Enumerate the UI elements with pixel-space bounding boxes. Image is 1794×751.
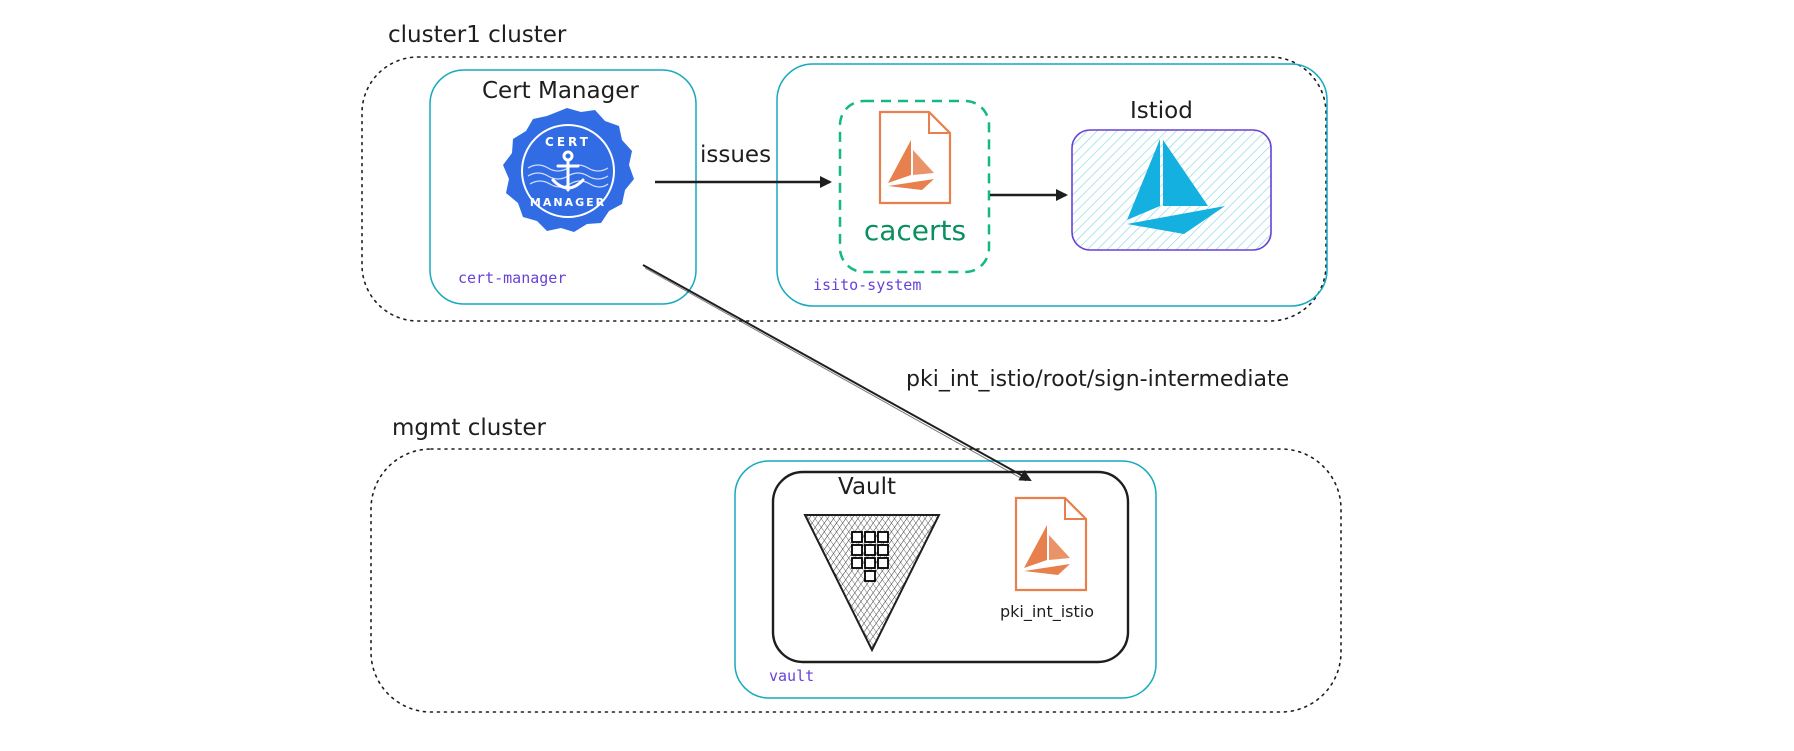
vault-title: Vault <box>838 474 896 500</box>
cert-manager-logo-top-text: CERT <box>545 135 591 149</box>
cluster1-title: cluster1 cluster <box>388 22 567 48</box>
istio-sail-icon <box>888 140 934 190</box>
anchor-icon <box>551 150 585 192</box>
sign-intermediate-arrow <box>642 264 1032 481</box>
cert-manager-logo: CERT MANAGER <box>503 108 634 232</box>
cluster1-boundary <box>361 56 1327 322</box>
pki-int-istio-document-icon <box>1014 496 1088 592</box>
istio-system-namespace-label: isito-system <box>813 276 921 294</box>
vault-logo-icon <box>803 514 941 653</box>
istio-sail-icon-vault <box>1024 525 1070 575</box>
istio-logo-icon <box>1127 139 1225 234</box>
sign-intermediate-label: pki_int_istio/root/sign-intermediate <box>906 367 1289 392</box>
vault-box <box>771 470 1130 664</box>
cert-manager-namespace-label: cert-manager <box>458 269 566 287</box>
istiod-title: Istiod <box>1130 98 1193 124</box>
pki-int-istio-label: pki_int_istio <box>1000 602 1094 622</box>
mgmt-cluster-boundary <box>370 448 1342 713</box>
namespace-cert-manager <box>429 69 697 305</box>
cacerts-document-icon <box>878 110 952 205</box>
cacerts-box <box>838 99 991 274</box>
cert-manager-logo-bottom-text: MANAGER <box>530 196 606 209</box>
namespace-vault <box>734 460 1157 699</box>
namespace-istio-system <box>776 63 1328 307</box>
vault-namespace-label: vault <box>769 667 814 685</box>
cacerts-label: cacerts <box>864 214 966 247</box>
issues-label: issues <box>700 142 771 168</box>
cert-manager-title: Cert Manager <box>482 78 639 104</box>
mgmt-cluster-title: mgmt cluster <box>392 415 547 441</box>
